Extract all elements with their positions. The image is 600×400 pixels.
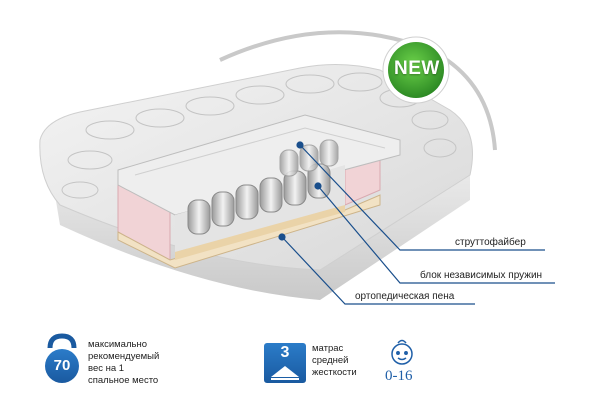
spring: [259, 177, 283, 213]
baby-face-icon: [391, 339, 413, 365]
pocket-springs: [187, 139, 339, 235]
spring: [279, 149, 299, 177]
spring: [187, 199, 211, 235]
layer-label-bottom: ортопедическая пена: [355, 291, 455, 302]
firmness-line: средней: [312, 355, 349, 366]
new-badge-label: NEW: [394, 58, 440, 79]
weight-value: 70: [53, 357, 71, 374]
callout-line-top: [299, 144, 545, 251]
layer-label-middle: блок независимых пружин: [420, 270, 543, 281]
weight-description: максимально рекомендуемый вес на 1 спаль…: [88, 339, 159, 387]
spring: [299, 144, 319, 172]
spring: [211, 191, 235, 227]
firmness-line: матрас: [312, 343, 344, 354]
callout-line-middle: [317, 185, 555, 284]
layer-label-top: струттофайбер: [455, 237, 526, 248]
weight-line: рекомендуемый: [88, 351, 160, 362]
spring: [319, 139, 339, 167]
firmness-value: 3: [280, 344, 290, 361]
callout-lines: [278, 141, 555, 305]
firmness-line: жесткости: [312, 367, 357, 378]
kettlebell-icon: [45, 333, 79, 383]
callout-line-bottom: [281, 236, 475, 305]
spring: [235, 184, 259, 220]
weight-line: максимально: [88, 339, 147, 350]
weight-line: спальное место: [88, 375, 159, 386]
firmness-icon: [264, 343, 306, 383]
spring: [307, 163, 331, 199]
age-range: 0-16: [385, 368, 413, 384]
new-badge: [382, 36, 450, 104]
firmness-description: матрас средней жесткости: [312, 343, 357, 379]
weight-line: вес на 1: [88, 363, 125, 374]
